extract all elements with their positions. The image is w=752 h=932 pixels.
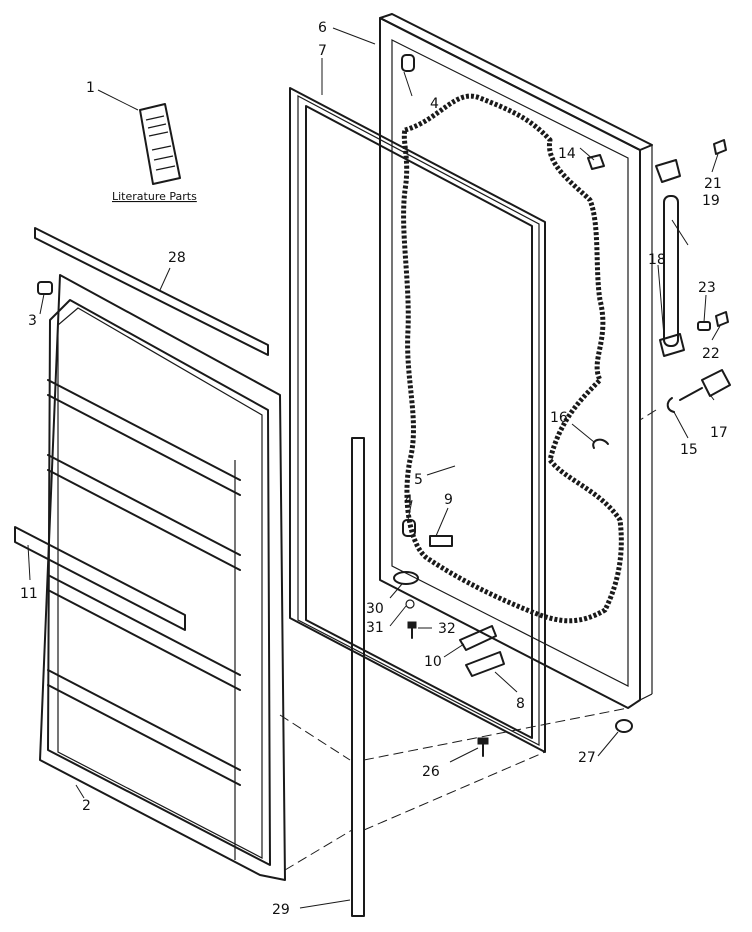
screw-26 bbox=[477, 737, 489, 757]
washer-30 bbox=[393, 571, 419, 585]
breaker-strip bbox=[34, 227, 269, 356]
callout-6: 6 bbox=[318, 20, 327, 36]
callout-8: 8 bbox=[516, 696, 525, 712]
callout-15: 15 bbox=[680, 442, 698, 458]
bushing-bottom bbox=[402, 519, 416, 537]
callout-22: 22 bbox=[702, 346, 720, 362]
callout-28: 28 bbox=[168, 250, 186, 266]
stop-10 bbox=[459, 625, 497, 651]
bracket-9 bbox=[429, 535, 453, 547]
screw-32 bbox=[407, 621, 417, 639]
trim-strip bbox=[351, 437, 365, 917]
callout-5: 5 bbox=[414, 472, 423, 488]
callout-16: 16 bbox=[550, 410, 568, 426]
callout-17: 17 bbox=[710, 425, 728, 441]
callout-2: 2 bbox=[82, 798, 91, 814]
callout-11: 11 bbox=[20, 586, 38, 602]
callout-21: 21 bbox=[704, 176, 722, 192]
assembly-line-e bbox=[639, 409, 657, 421]
callout-1: 1 bbox=[86, 80, 95, 96]
assembly-line-a bbox=[279, 714, 351, 761]
door-panel bbox=[379, 13, 653, 709]
callout-7: 7 bbox=[318, 43, 327, 59]
callout-27: 27 bbox=[578, 750, 596, 766]
latch-16 bbox=[592, 438, 609, 449]
callout-10: 10 bbox=[424, 654, 442, 670]
shelf-bar bbox=[14, 526, 186, 631]
callout-14: 14 bbox=[558, 146, 576, 162]
washer-31 bbox=[405, 599, 415, 609]
callout-30: 30 bbox=[366, 601, 384, 617]
plug-button bbox=[37, 281, 53, 295]
callout-32: 32 bbox=[438, 621, 456, 637]
assembly-line-b bbox=[284, 829, 353, 871]
clip-14 bbox=[587, 154, 605, 170]
callout-29: 29 bbox=[272, 902, 290, 918]
assembly-line-c bbox=[363, 751, 546, 831]
lock-key bbox=[666, 369, 731, 413]
bushing-top bbox=[401, 54, 415, 72]
door-liner bbox=[39, 274, 286, 881]
callout-4a: 4 bbox=[430, 96, 439, 112]
callout-3: 3 bbox=[28, 313, 37, 329]
literature-card bbox=[139, 103, 181, 185]
callout-9: 9 bbox=[444, 492, 453, 508]
stop-8 bbox=[465, 651, 505, 677]
foot-27 bbox=[615, 719, 633, 733]
callout-23: 23 bbox=[698, 280, 716, 296]
callout-18: 18 bbox=[648, 252, 666, 268]
callout-4b: 4 bbox=[404, 493, 413, 509]
callout-26: 26 bbox=[422, 764, 440, 780]
callout-31: 31 bbox=[366, 620, 384, 636]
door-frame bbox=[289, 87, 546, 753]
handle-assembly bbox=[655, 139, 729, 357]
leader-lines bbox=[27, 27, 721, 909]
literature-caption: Literature Parts bbox=[112, 190, 197, 203]
callout-19: 19 bbox=[702, 193, 720, 209]
